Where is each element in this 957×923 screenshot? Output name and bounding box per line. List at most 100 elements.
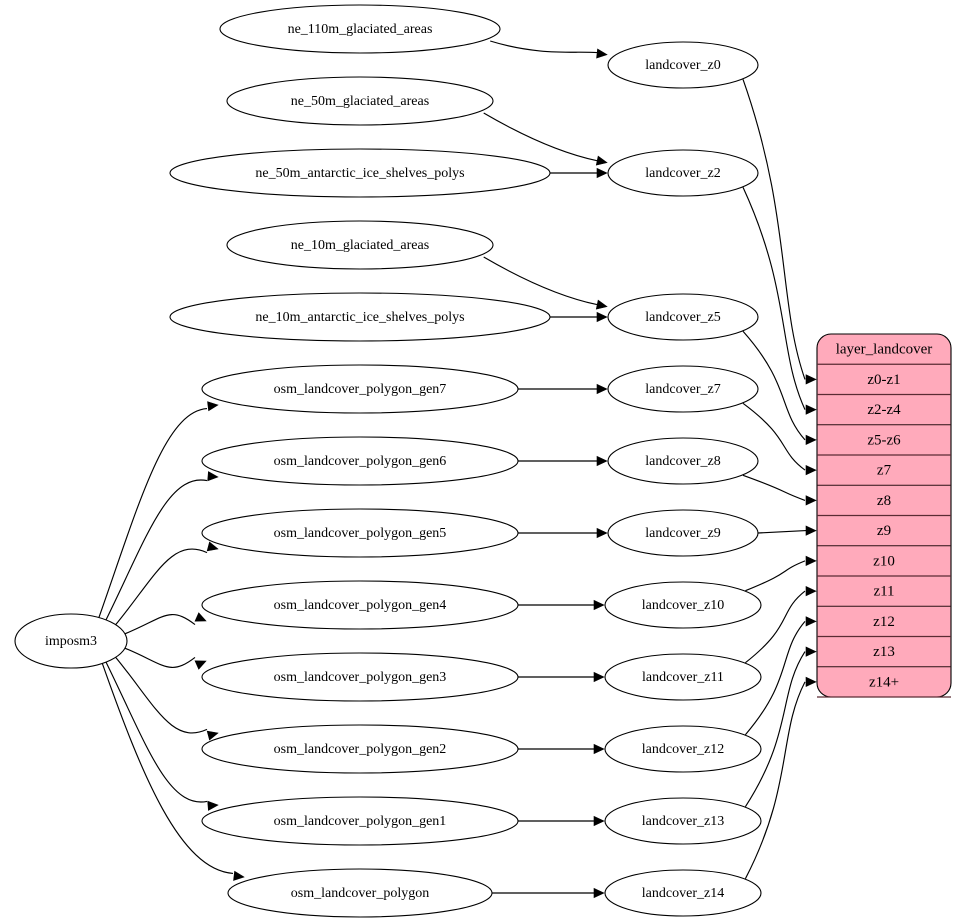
edge-landcover_z9-to-table-row-5	[757, 530, 807, 534]
node-landcover_z5[interactable]: landcover_z5	[607, 293, 759, 341]
node-label-osm_landcover_polygon_gen3: osm_landcover_polygon_gen3	[274, 670, 447, 685]
node-shape-osm_landcover_polygon_gen3	[201, 652, 519, 702]
node-shape-landcover_z7	[607, 365, 759, 413]
node-osm_landcover_polygon_gen6[interactable]: osm_landcover_polygon_gen6	[201, 436, 519, 486]
node-landcover_z2[interactable]: landcover_z2	[607, 149, 759, 197]
node-landcover_z10[interactable]: landcover_z10	[604, 581, 762, 629]
node-shape-landcover_z5	[607, 293, 759, 341]
node-label-landcover_z0: landcover_z0	[645, 58, 720, 73]
node-landcover_z0[interactable]: landcover_z0	[607, 41, 759, 89]
edge-arrowhead	[595, 155, 608, 166]
layer-table-row-label-z5-z6: z5-z6	[867, 432, 901, 448]
node-shape-landcover_z12	[604, 725, 762, 773]
node-label-ne_10m_antarctic_ice_shelves_polys: ne_10m_antarctic_ice_shelves_polys	[255, 310, 464, 325]
node-landcover_z9[interactable]: landcover_z9	[607, 509, 759, 557]
node-landcover_z8[interactable]: landcover_z8	[607, 437, 759, 485]
edge-landcover_z0-to-table-row-0	[742, 79, 806, 380]
node-label-ne_50m_glaciated_areas: ne_50m_glaciated_areas	[291, 94, 429, 109]
edge-arrowhead	[233, 870, 245, 881]
node-label-landcover_z7: landcover_z7	[645, 382, 720, 397]
node-landcover_z14[interactable]: landcover_z14	[604, 869, 762, 917]
node-osm_landcover_polygon_gen3[interactable]: osm_landcover_polygon_gen3	[201, 652, 519, 702]
layer-table-row-label-z0-z1: z0-z1	[867, 372, 900, 388]
edge-arrowhead	[805, 404, 817, 415]
edge-arrowhead	[805, 616, 817, 627]
node-label-landcover_z12: landcover_z12	[642, 742, 724, 757]
edge-imposm3-to-osm_landcover_polygon	[101, 662, 234, 874]
node-label-osm_landcover_polygon_gen2: osm_landcover_polygon_gen2	[274, 742, 447, 757]
layer-table-row-label-z13: z13	[873, 644, 895, 660]
edge-arrowhead	[593, 599, 605, 611]
node-shape-ne_50m_glaciated_areas	[226, 76, 494, 126]
node-shape-landcover_z8	[607, 437, 759, 485]
edge-arrowhead	[805, 525, 817, 536]
edge-landcover_z7-to-table-row-3	[742, 402, 806, 471]
edge-imposm3-to-osm_landcover_polygon_gen2	[114, 656, 208, 734]
node-shape-ne_10m_antarctic_ice_shelves_polys	[169, 292, 551, 342]
node-ne_10m_antarctic_ice_shelves_polys[interactable]: ne_10m_antarctic_ice_shelves_polys	[169, 292, 551, 342]
node-shape-osm_landcover_polygon	[227, 868, 493, 918]
edge-arrowhead	[596, 167, 608, 179]
node-osm_landcover_polygon_gen7[interactable]: osm_landcover_polygon_gen7	[201, 364, 519, 414]
edge-arrowhead	[206, 730, 219, 741]
node-label-osm_landcover_polygon_gen4: osm_landcover_polygon_gen4	[274, 598, 447, 613]
node-ne_10m_glaciated_areas[interactable]: ne_10m_glaciated_areas	[226, 220, 494, 270]
edge-arrowhead	[593, 815, 605, 827]
node-label-landcover_z8: landcover_z8	[645, 454, 720, 469]
node-landcover_z7[interactable]: landcover_z7	[607, 365, 759, 413]
node-osm_landcover_polygon_gen2[interactable]: osm_landcover_polygon_gen2	[201, 724, 519, 774]
edge-arrowhead	[595, 299, 608, 310]
edge-imposm3-to-osm_landcover_polygon_gen7	[98, 408, 208, 619]
edge-arrowhead	[207, 401, 219, 412]
node-shape-osm_landcover_polygon_gen2	[201, 724, 519, 774]
layer-table-row-label-z10: z10	[873, 553, 895, 569]
edge-arrowhead	[805, 495, 817, 506]
node-label-landcover_z5: landcover_z5	[645, 310, 720, 325]
layer-table-row-label-z11: z11	[873, 584, 894, 600]
edge-landcover_z2-to-table-row-1	[742, 187, 806, 410]
node-landcover_z11[interactable]: landcover_z11	[604, 653, 762, 701]
edge-arrowhead	[593, 743, 605, 755]
node-ne_50m_antarctic_ice_shelves_polys[interactable]: ne_50m_antarctic_ice_shelves_polys	[169, 148, 551, 198]
node-label-landcover_z14: landcover_z14	[642, 886, 724, 901]
layer-table-row-label-z14+: z14+	[869, 674, 899, 690]
node-label-ne_110m_glaciated_areas: ne_110m_glaciated_areas	[288, 22, 433, 37]
node-shape-landcover_z0	[607, 41, 759, 89]
layer-table-row-label-z9: z9	[877, 523, 891, 539]
edge-arrowhead	[206, 541, 219, 552]
node-landcover_z12[interactable]: landcover_z12	[604, 725, 762, 773]
node-label-landcover_z10: landcover_z10	[642, 598, 724, 613]
edge-ne_10m_glaciated_areas-to-landcover_z5	[483, 256, 598, 306]
node-shape-osm_landcover_polygon_gen7	[201, 364, 519, 414]
edge-ne_50m_glaciated_areas-to-landcover_z2	[483, 112, 598, 162]
edge-landcover_z5-to-table-row-2	[742, 330, 806, 441]
node-label-osm_landcover_polygon_gen6: osm_landcover_polygon_gen6	[274, 454, 447, 469]
node-osm_landcover_polygon_gen5[interactable]: osm_landcover_polygon_gen5	[201, 508, 519, 558]
node-ne_110m_glaciated_areas[interactable]: ne_110m_glaciated_areas	[219, 4, 501, 54]
layer-landcover-table[interactable]: layer_landcoverz0-z1z2-z4z5-z6z7z8z9z10z…	[816, 333, 952, 698]
edge-arrowhead	[805, 676, 817, 687]
node-osm_landcover_polygon_gen4[interactable]: osm_landcover_polygon_gen4	[201, 580, 519, 630]
edge-landcover_z13-to-table-row-9	[744, 651, 806, 808]
node-label-ne_50m_antarctic_ice_shelves_polys: ne_50m_antarctic_ice_shelves_polys	[255, 166, 464, 181]
node-label-landcover_z2: landcover_z2	[645, 166, 720, 181]
node-ne_50m_glaciated_areas[interactable]: ne_50m_glaciated_areas	[226, 76, 494, 126]
edge-arrowhead	[596, 383, 608, 395]
layer-table-row-label-z12: z12	[873, 614, 895, 630]
edge-landcover_z14-to-table-row-10	[744, 681, 806, 879]
node-label-osm_landcover_polygon: osm_landcover_polygon	[291, 886, 429, 901]
edge-imposm3-to-osm_landcover_polygon_gen1	[105, 661, 208, 803]
edge-arrowhead	[593, 671, 605, 683]
edge-arrowhead	[596, 311, 608, 323]
node-shape-osm_landcover_polygon_gen4	[201, 580, 519, 630]
node-shape-ne_110m_glaciated_areas	[219, 4, 501, 54]
node-shape-imposm3	[14, 613, 128, 669]
node-imposm3[interactable]: imposm3	[14, 613, 128, 669]
edge-landcover_z12-to-table-row-8	[744, 621, 806, 736]
node-label-osm_landcover_polygon_gen5: osm_landcover_polygon_gen5	[274, 526, 447, 541]
node-osm_landcover_polygon_gen1[interactable]: osm_landcover_polygon_gen1	[201, 796, 519, 846]
node-landcover_z13[interactable]: landcover_z13	[604, 797, 762, 845]
node-osm_landcover_polygon[interactable]: osm_landcover_polygon	[227, 868, 493, 918]
